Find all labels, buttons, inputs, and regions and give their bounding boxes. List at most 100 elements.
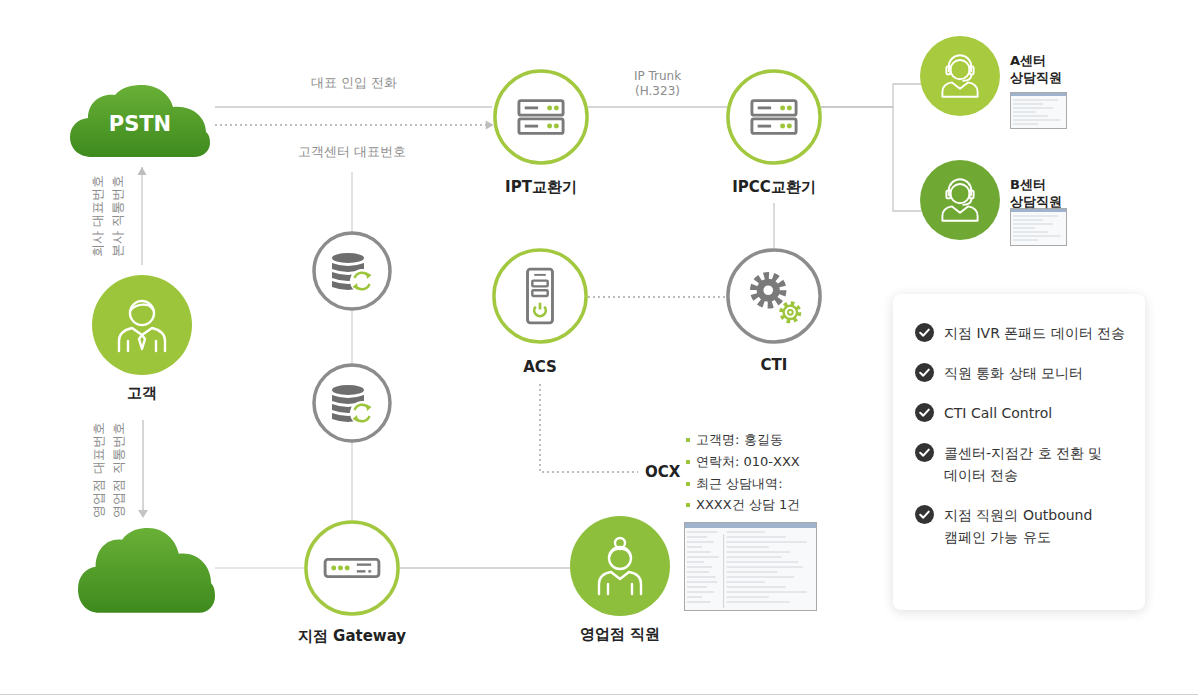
screenshot-frame <box>1011 93 1067 129</box>
connector-line <box>821 84 921 107</box>
icon-part <box>754 276 783 305</box>
icon-part <box>338 566 343 571</box>
screenshot-row <box>1013 216 1058 217</box>
connector-line <box>588 106 727 107</box>
connector-line <box>773 203 774 248</box>
connector-line <box>400 567 570 568</box>
icon-part <box>778 300 803 325</box>
icon-part <box>119 328 165 351</box>
screenshot-row <box>727 567 803 568</box>
screenshot-row <box>687 542 714 543</box>
icon-part <box>130 301 154 325</box>
network-cloud: PSTN <box>70 85 210 159</box>
system-circle: A센터 상담직원 <box>920 36 1000 116</box>
icon-part <box>357 570 366 572</box>
icon-part <box>780 124 785 129</box>
info-line: 최근 상담내역: <box>696 475 783 493</box>
circle-shape <box>920 160 1000 240</box>
info-line: 고객명: 홍길동 <box>696 431 783 449</box>
info-line: XXXX건 상담 1건 <box>696 496 800 514</box>
check-mark <box>920 512 929 518</box>
edge-label: IP Trunk (H.323) <box>630 69 686 99</box>
circle-shape <box>304 520 400 616</box>
screenshot-row <box>1013 240 1038 241</box>
screenshot-titlebar <box>1011 93 1066 96</box>
check-icon <box>915 505 934 524</box>
screenshot-row <box>1013 104 1043 105</box>
screenshot-row <box>727 557 782 558</box>
feature-panel: 지점 IVR 폰패드 데이터 전송직원 통화 상태 모니터CTI Call Co… <box>893 294 1145 610</box>
db-top <box>332 385 364 395</box>
check-disc <box>915 323 934 342</box>
database-circle <box>314 365 390 441</box>
icon-part <box>539 303 542 310</box>
connector <box>400 568 570 569</box>
circle-shape <box>920 36 1000 116</box>
icon-part <box>949 179 971 195</box>
system-circle: 지점 Gateway <box>304 520 400 616</box>
screenshot-row <box>727 562 799 563</box>
icon-part <box>950 60 969 79</box>
circle-ring <box>728 71 820 163</box>
bullet <box>686 503 690 507</box>
icon-part <box>547 124 552 129</box>
circle-shape <box>493 69 589 165</box>
arrow-head <box>486 121 494 130</box>
icon-part <box>525 106 538 109</box>
icon-part <box>368 570 371 572</box>
screenshot-row <box>1013 112 1036 113</box>
icon-part <box>519 101 563 115</box>
system-circle: 고객 <box>92 275 192 375</box>
check-disc <box>915 505 934 524</box>
icon-part <box>547 105 552 110</box>
database-circle <box>314 233 390 309</box>
icon-part <box>345 566 350 571</box>
bullet <box>686 438 690 442</box>
icon-part <box>554 124 559 129</box>
sync-head <box>353 283 359 290</box>
node-icon <box>119 301 165 351</box>
icon-part <box>780 105 785 110</box>
screenshot-row <box>687 552 711 553</box>
screenshot-row <box>1013 228 1036 229</box>
branch-cloud <box>78 528 215 613</box>
check-mark <box>920 370 929 376</box>
feature-text: CTI Call Control <box>944 402 1129 424</box>
sync-back <box>350 401 374 425</box>
sync-head <box>353 415 359 422</box>
icon-part <box>554 105 559 110</box>
circle-shape <box>726 69 822 165</box>
cloud-wire <box>215 567 304 568</box>
component-label: OCX <box>645 462 680 482</box>
feature-row: 지점 직원의 Outbound 캠페인 가능 유도 <box>915 504 1129 548</box>
icon-part <box>609 547 631 569</box>
screenshot-row <box>687 592 714 593</box>
line-label: 고객센터 대표번호 <box>298 142 406 162</box>
screenshot-row <box>727 577 795 578</box>
down-arrow-head <box>138 510 148 518</box>
circle-fill <box>920 160 1000 240</box>
sync-back <box>350 269 374 293</box>
icon-part <box>599 538 641 594</box>
icon-part <box>950 184 969 203</box>
connector-line <box>821 107 922 211</box>
screenshot-row <box>1013 120 1061 121</box>
screenshot-row <box>727 547 769 548</box>
node-icon <box>325 559 379 576</box>
screenshot <box>1011 93 1067 129</box>
screenshot-row <box>727 587 786 588</box>
circle-shape <box>726 248 822 344</box>
line-label: 영업점 대표번호 영업점 직통번호 <box>88 414 128 527</box>
icon-part <box>788 310 793 315</box>
connector <box>215 107 492 108</box>
screenshot-row <box>727 582 765 583</box>
screenshot-row <box>687 562 704 563</box>
node-icon <box>752 101 796 134</box>
connector-line <box>141 167 142 265</box>
screenshot-row <box>1013 232 1048 233</box>
screenshot-row <box>687 557 719 558</box>
icon-part <box>609 549 631 557</box>
icon-part <box>528 269 553 323</box>
screenshot-row <box>727 572 778 573</box>
feature-row: 지점 IVR 폰패드 데이터 전송 <box>915 322 1129 344</box>
